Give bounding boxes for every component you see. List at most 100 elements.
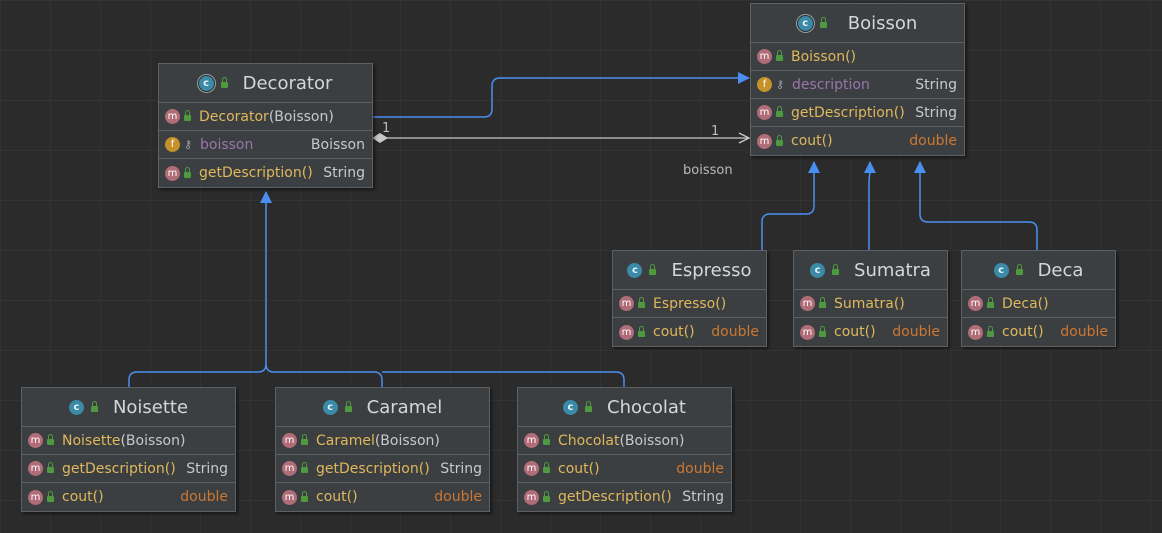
member-type: double bbox=[180, 489, 228, 505]
member-row[interactable]: m Espresso() bbox=[613, 290, 766, 318]
class-header: c Boisson bbox=[751, 4, 964, 43]
public-lock-icon bbox=[637, 297, 646, 308]
member-row[interactable]: m cout() double bbox=[276, 483, 489, 511]
public-lock-icon bbox=[300, 462, 309, 473]
member-type: double bbox=[1060, 324, 1108, 340]
class-sumatra[interactable]: c Sumatra m Sumatra() m cout() double bbox=[793, 250, 948, 347]
method-icon: m bbox=[800, 324, 815, 340]
member-row[interactable]: m Decorator(Boisson) bbox=[159, 103, 372, 131]
member-row[interactable]: f⚷ boisson Boisson bbox=[159, 131, 372, 159]
member-row[interactable]: m Deca() bbox=[962, 290, 1115, 318]
class-boisson[interactable]: c Boisson m Boisson() f⚷ description Str… bbox=[750, 3, 965, 156]
member-name: cout() bbox=[62, 489, 104, 505]
member-row[interactable]: m getDescription() String bbox=[751, 99, 964, 127]
class-name: Caramel bbox=[366, 396, 443, 418]
member-type: Boisson bbox=[310, 136, 365, 153]
public-lock-icon bbox=[831, 263, 840, 275]
method-icon: m bbox=[757, 105, 772, 120]
member-row[interactable]: m cout() double bbox=[22, 483, 235, 511]
method-icon: m bbox=[619, 324, 634, 340]
member-row[interactable]: m getDescription() String bbox=[276, 455, 489, 483]
member-row[interactable]: m getDescription() String bbox=[159, 159, 372, 187]
member-row[interactable]: m getDescription() String bbox=[518, 483, 731, 511]
class-icon: c bbox=[993, 262, 1009, 278]
member-type: double bbox=[909, 133, 957, 149]
method-icon: m bbox=[165, 109, 180, 124]
class-header: c Chocolat bbox=[518, 388, 731, 427]
public-lock-icon bbox=[183, 166, 192, 178]
member-row[interactable]: m getDescription() String bbox=[22, 455, 235, 483]
class-name: Noisette bbox=[112, 396, 189, 418]
public-lock-icon bbox=[46, 462, 55, 473]
method-icon: m bbox=[282, 489, 297, 505]
member-name: Sumatra() bbox=[834, 295, 905, 312]
member-name: getDescription() bbox=[62, 460, 176, 477]
abstract-class-icon: c bbox=[797, 15, 813, 31]
member-name: cout() bbox=[1002, 324, 1044, 340]
public-lock-icon bbox=[542, 462, 551, 473]
member-type: double bbox=[434, 489, 482, 505]
class-header: c Noisette bbox=[22, 388, 235, 427]
method-icon: m bbox=[282, 461, 297, 476]
member-row[interactable]: m cout() double bbox=[751, 127, 964, 155]
member-name: boisson bbox=[200, 136, 254, 153]
method-icon: m bbox=[28, 489, 43, 505]
member-row[interactable]: m cout() double bbox=[962, 318, 1115, 346]
class-name: Sumatra bbox=[854, 259, 931, 281]
public-lock-icon bbox=[775, 50, 784, 61]
class-decorator[interactable]: c Decorator m Decorator(Boisson) f⚷ bois… bbox=[158, 63, 373, 188]
member-row[interactable]: m cout() double bbox=[613, 318, 766, 346]
member-name: Caramel(Boisson) bbox=[316, 432, 440, 449]
class-name: Espresso bbox=[671, 259, 752, 281]
member-type: String bbox=[186, 460, 228, 477]
class-noisette[interactable]: c Noisette m Noisette(Boisson) m getDesc… bbox=[21, 387, 236, 512]
method-icon: m bbox=[757, 133, 772, 149]
member-row[interactable]: m Boisson() bbox=[751, 43, 964, 71]
public-lock-icon bbox=[986, 325, 995, 337]
class-caramel[interactable]: c Caramel m Caramel(Boisson) m getDescri… bbox=[275, 387, 490, 512]
method-icon: m bbox=[282, 433, 297, 448]
member-row[interactable]: m cout() double bbox=[794, 318, 947, 346]
member-name: getDescription() bbox=[791, 104, 905, 121]
method-icon: m bbox=[165, 165, 180, 181]
public-lock-icon bbox=[183, 110, 192, 121]
public-lock-icon bbox=[542, 434, 551, 445]
public-lock-icon bbox=[344, 400, 353, 412]
member-name: description bbox=[792, 76, 870, 93]
member-name: getDescription() bbox=[199, 165, 313, 181]
member-name: Decorator(Boisson) bbox=[199, 108, 334, 125]
member-name: cout() bbox=[653, 324, 695, 340]
member-type: String bbox=[682, 489, 724, 505]
class-chocolat[interactable]: c Chocolat m Chocolat(Boisson) m cout() … bbox=[517, 387, 732, 512]
member-type: String bbox=[915, 104, 957, 121]
member-row[interactable]: m Noisette(Boisson) bbox=[22, 427, 235, 455]
class-icon: c bbox=[563, 399, 578, 415]
member-type: double bbox=[892, 324, 940, 340]
member-name: cout() bbox=[558, 460, 600, 477]
edge-decorator-to-boisson bbox=[372, 72, 750, 118]
method-icon: m bbox=[800, 296, 815, 311]
method-icon: m bbox=[524, 433, 539, 448]
method-icon: m bbox=[968, 324, 983, 340]
member-name: cout() bbox=[791, 133, 833, 149]
abstract-class-icon: c bbox=[198, 75, 214, 91]
member-row[interactable]: m cout() double bbox=[518, 455, 731, 483]
member-name: cout() bbox=[834, 324, 876, 340]
public-lock-icon bbox=[1015, 263, 1024, 275]
public-lock-icon bbox=[775, 134, 784, 146]
edge-chocolat-to-decorator bbox=[382, 371, 625, 387]
public-lock-icon bbox=[542, 490, 551, 502]
class-name: Boisson bbox=[847, 12, 918, 34]
member-row[interactable]: m Sumatra() bbox=[794, 290, 947, 318]
class-espresso[interactable]: c Espresso m Espresso() m cout() double bbox=[612, 250, 767, 347]
class-deca[interactable]: c Deca m Deca() m cout() double bbox=[961, 250, 1116, 347]
member-name: Noisette(Boisson) bbox=[62, 432, 186, 449]
member-name: getDescription() bbox=[558, 489, 672, 505]
class-icon: c bbox=[322, 399, 338, 415]
member-row[interactable]: f⚷ description String bbox=[751, 71, 964, 99]
edge-noisette-to-decorator bbox=[128, 191, 272, 387]
method-icon: m bbox=[619, 296, 634, 311]
member-name: Chocolat(Boisson) bbox=[558, 432, 685, 449]
member-row[interactable]: m Chocolat(Boisson) bbox=[518, 427, 731, 455]
member-row[interactable]: m Caramel(Boisson) bbox=[276, 427, 489, 455]
